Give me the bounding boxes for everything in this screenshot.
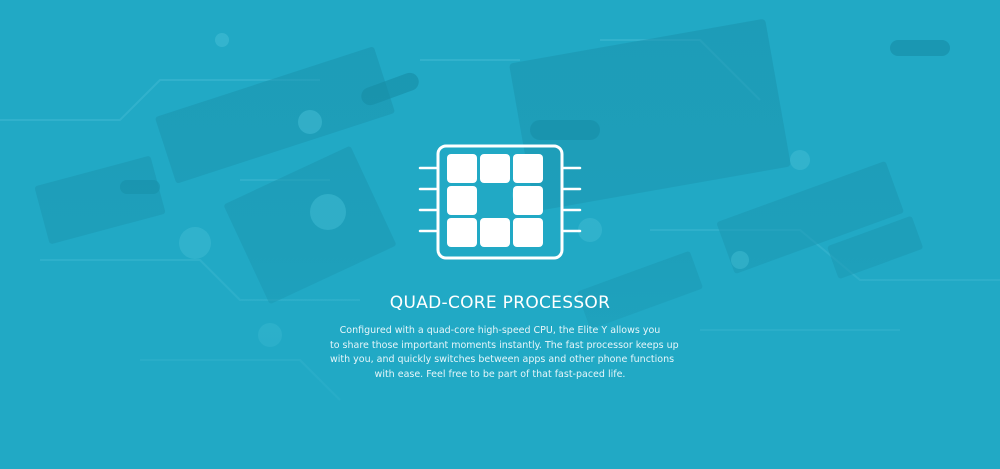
processor-chip-icon — [418, 144, 582, 260]
feature-description: Configured with a quad-core high-speed C… — [330, 324, 679, 382]
description-line: with ease. Feel free to be part of that … — [374, 368, 626, 380]
description-line: with you, and quickly switches between a… — [330, 354, 675, 365]
feature-title: QUAD-CORE PROCESSOR — [389, 293, 611, 313]
description-line: Configured with a quad-core high-speed C… — [339, 325, 661, 336]
description-line: to share those important moments instant… — [330, 339, 679, 351]
